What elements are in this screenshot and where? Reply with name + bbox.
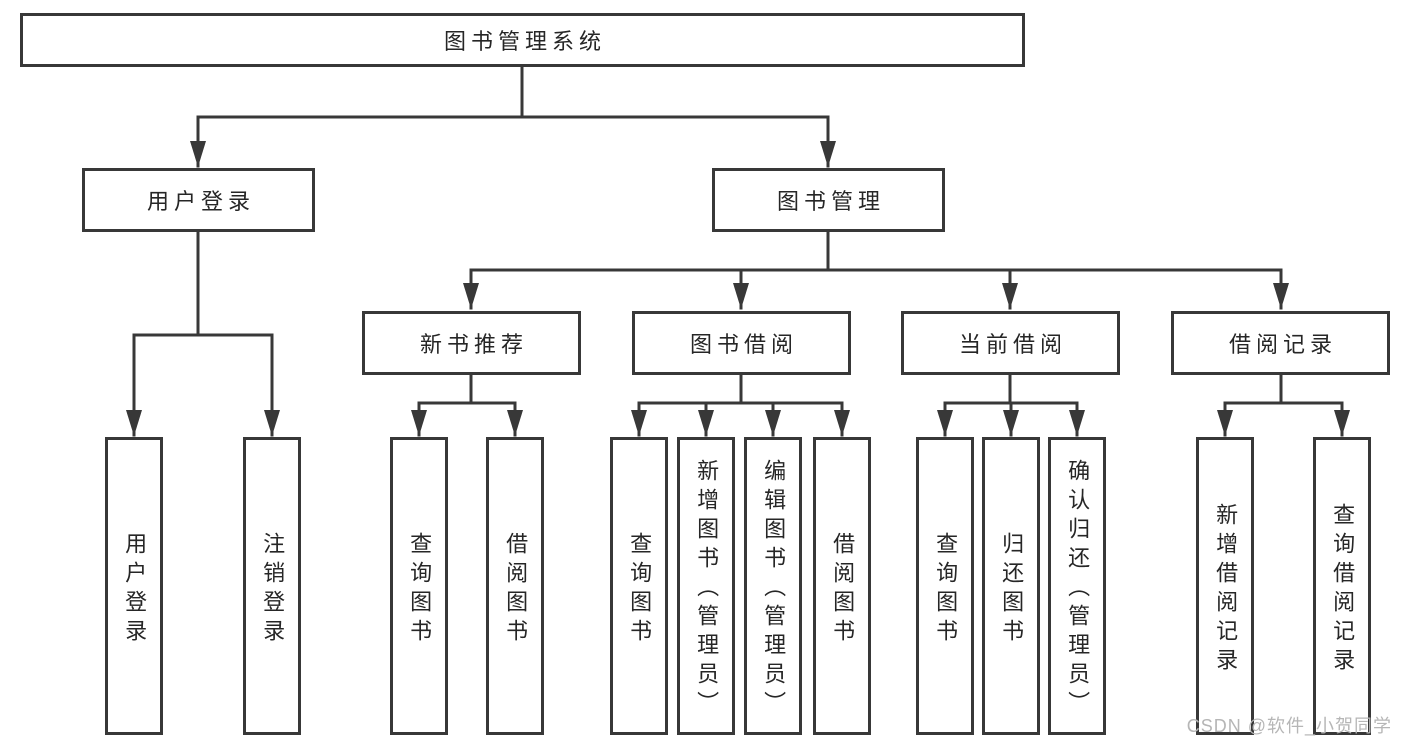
node-new-book-recommendation: 新书推荐 bbox=[362, 311, 581, 375]
leaf-borrow-books-recommend: 借阅图书 bbox=[486, 437, 544, 735]
leaf-confirm-return-admin: 确认归还（管理员） bbox=[1048, 437, 1106, 735]
node-borrowing-records: 借阅记录 bbox=[1171, 311, 1390, 375]
leaf-query-books-recommend: 查询图书 bbox=[390, 437, 448, 735]
leaf-query-borrowing-record: 查询借阅记录 bbox=[1313, 437, 1371, 735]
node-book-management: 图书管理 bbox=[712, 168, 945, 232]
node-library-management-system: 图书管理系统 bbox=[20, 13, 1025, 67]
node-current-borrowing: 当前借阅 bbox=[901, 311, 1120, 375]
csdn-watermark: CSDN @软件_小贺同学 bbox=[1186, 716, 1392, 736]
leaf-add-book-admin: 新增图书（管理员） bbox=[677, 437, 735, 735]
leaf-edit-book-admin: 编辑图书（管理员） bbox=[744, 437, 802, 735]
leaf-add-borrowing-record: 新增借阅记录 bbox=[1196, 437, 1254, 735]
leaf-query-books-borrowing: 查询图书 bbox=[610, 437, 668, 735]
leaf-logout: 注销登录 bbox=[243, 437, 301, 735]
node-book-borrowing: 图书借阅 bbox=[632, 311, 851, 375]
connector-group bbox=[126, 65, 1350, 437]
node-user-login: 用户登录 bbox=[82, 168, 315, 232]
leaf-query-books-current: 查询图书 bbox=[916, 437, 974, 735]
leaf-user-login: 用户登录 bbox=[105, 437, 163, 735]
leaf-borrow-books-borrowing: 借阅图书 bbox=[813, 437, 871, 735]
leaf-return-books: 归还图书 bbox=[982, 437, 1040, 735]
